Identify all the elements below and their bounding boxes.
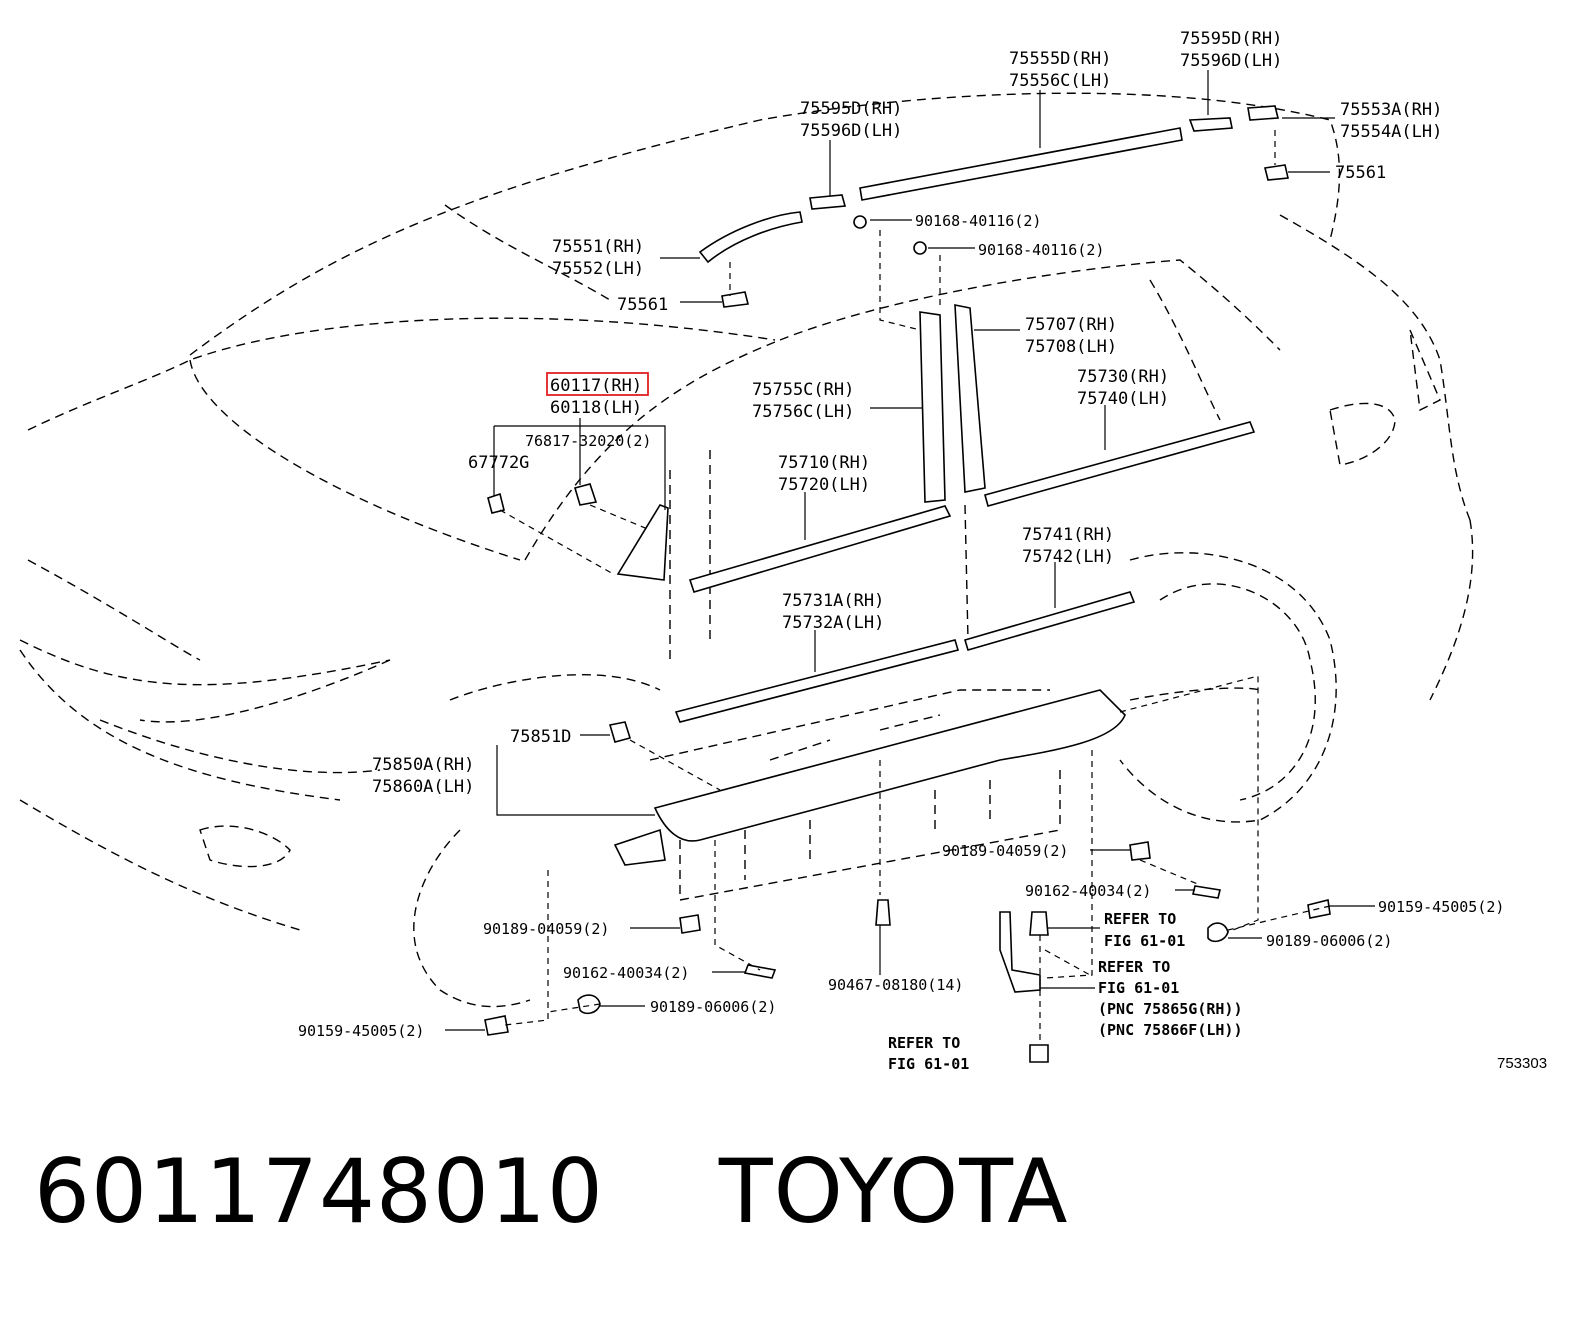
nut-90189-04059-l (679, 914, 701, 934)
front-door-body-moulding (674, 639, 960, 723)
roof-end-cap-rear (1188, 117, 1233, 132)
roof-end-cap-front (809, 194, 847, 210)
label-90168-a[interactable]: 90168-40116(2) (915, 212, 1041, 230)
highlight-box (546, 372, 649, 396)
rear-door-belt-moulding (984, 421, 1256, 507)
label-75553a-rh[interactable]: 75553A(RH) (1340, 100, 1442, 120)
label-75742-lh[interactable]: 75742(LH) (1022, 547, 1114, 567)
label-90159-45005-l[interactable]: 90159-45005(2) (298, 1022, 424, 1040)
label-fig-61-01-3[interactable]: FIG 61-01 (888, 1055, 969, 1073)
label-90189-04059-l[interactable]: 90189-04059(2) (483, 920, 609, 938)
center-pillar-garnish-front (919, 311, 946, 503)
clip-90168-b (913, 241, 927, 255)
label-75596d-lh-top[interactable]: 75596D(LH) (1180, 51, 1282, 71)
label-refer-to-3[interactable]: REFER TO (888, 1034, 960, 1052)
label-75756c-lh[interactable]: 75756C(LH) (752, 402, 854, 422)
brand-name: TOYOTA (718, 1140, 1069, 1243)
label-fig-61-01-2[interactable]: FIG 61-01 (1098, 979, 1179, 997)
label-refer-to-1[interactable]: REFER TO (1104, 910, 1176, 928)
label-pnc-lh[interactable]: (PNC 75866F(LH)) (1098, 1021, 1243, 1039)
nut-90189-04059-r (1129, 841, 1151, 861)
running-board (653, 689, 1126, 842)
label-90168-b[interactable]: 90168-40116(2) (978, 241, 1104, 259)
label-75595d-rh[interactable]: 75595D(RH) (800, 99, 902, 119)
stud-refer-fig-1 (1029, 911, 1049, 936)
label-60117-rh[interactable]: 60117(RH) (550, 376, 642, 396)
label-75595d-rh-top[interactable]: 75595D(RH) (1180, 29, 1282, 49)
label-75740-lh[interactable]: 75740(LH) (1077, 389, 1169, 409)
label-75561-left[interactable]: 75561 (617, 295, 668, 315)
label-90159-45005-r[interactable]: 90159-45005(2) (1378, 898, 1504, 916)
label-75707-rh[interactable]: 75707(RH) (1025, 315, 1117, 335)
label-90189-04059-r[interactable]: 90189-04059(2) (942, 842, 1068, 860)
label-75554a-lh[interactable]: 75554A(LH) (1340, 122, 1442, 142)
label-75741-rh[interactable]: 75741(RH) (1022, 525, 1114, 545)
label-75552-lh[interactable]: 75552(LH) (552, 259, 644, 279)
leader-lines (445, 70, 1375, 1031)
screw-90162-r (1192, 885, 1221, 899)
label-75755c-rh[interactable]: 75755C(RH) (752, 380, 854, 400)
clip-90467 (875, 899, 891, 926)
roof-end-piece-rear (1247, 105, 1280, 121)
part-number: 6011748010 (34, 1140, 604, 1243)
label-75851d[interactable]: 75851D (510, 727, 571, 747)
label-75708-lh[interactable]: 75708(LH) (1025, 337, 1117, 357)
label-75850a-rh[interactable]: 75850A(RH) (372, 755, 474, 775)
clip-90168-a (853, 215, 867, 229)
part-caption: 6011748010 TOYOTA (34, 1140, 1434, 1250)
parts-diagram: 75595D(RH) 75596D(LH) 75555D(RH) 75556C(… (19, 29, 1547, 1073)
label-75551-rh[interactable]: 75551(RH) (552, 237, 644, 257)
label-67772g[interactable]: 67772G (468, 453, 529, 473)
label-90189-06006-l[interactable]: 90189-06006(2) (650, 998, 776, 1016)
roof-clip-front (721, 291, 749, 308)
center-pillar-garnish-rear (954, 304, 986, 493)
part-labels: 75595D(RH) 75596D(LH) 75555D(RH) 75556C(… (298, 29, 1547, 1073)
roof-drip-moulding (859, 127, 1183, 201)
label-fig-61-01-1[interactable]: FIG 61-01 (1104, 932, 1185, 950)
label-60118-lh[interactable]: 60118(LH) (550, 398, 642, 418)
running-board-front-end (613, 828, 666, 866)
roof-front-end-piece (698, 211, 803, 264)
label-75561-right[interactable]: 75561 (1335, 163, 1386, 183)
clip-67772g (487, 492, 505, 514)
front-door-belt-moulding (688, 505, 952, 593)
label-refer-to-2[interactable]: REFER TO (1098, 958, 1170, 976)
label-76817[interactable]: 76817-32020(2) (525, 432, 651, 450)
bolt-90159-l (484, 1015, 509, 1036)
roof-clip-rear (1264, 164, 1289, 181)
label-90467[interactable]: 90467-08180(14) (828, 976, 963, 994)
diagram-ref-number: 753303 (1497, 1055, 1547, 1072)
assembly-lines (499, 130, 1331, 1045)
grommet-90189-06006-r (1207, 922, 1229, 943)
label-75731a-rh[interactable]: 75731A(RH) (782, 591, 884, 611)
label-90162-40034-r[interactable]: 90162-40034(2) (1025, 882, 1151, 900)
rear-door-body-moulding (964, 591, 1136, 651)
screw-90162-l (743, 964, 777, 979)
label-pnc-rh[interactable]: (PNC 75865G(RH)) (1098, 1000, 1243, 1018)
label-75720-lh[interactable]: 75720(LH) (778, 475, 870, 495)
front-door-frame-garnish (616, 504, 669, 581)
label-75860a-lh[interactable]: 75860A(LH) (372, 777, 474, 797)
parts (484, 105, 1331, 1063)
label-90162-40034-l[interactable]: 90162-40034(2) (563, 964, 689, 982)
clip-76817 (574, 483, 598, 506)
clip-75851d (608, 721, 632, 743)
label-75732a-lh[interactable]: 75732A(LH) (782, 613, 884, 633)
label-75730-rh[interactable]: 75730(RH) (1077, 367, 1169, 387)
label-90189-06006-r[interactable]: 90189-06006(2) (1266, 932, 1392, 950)
label-75555d-rh[interactable]: 75555D(RH) (1009, 49, 1111, 69)
label-75710-rh[interactable]: 75710(RH) (778, 453, 870, 473)
label-75556c-lh[interactable]: 75556C(LH) (1009, 71, 1111, 91)
label-75596d-lh[interactable]: 75596D(LH) (800, 121, 902, 141)
bolt-refer-fig-3 (1029, 1044, 1049, 1063)
